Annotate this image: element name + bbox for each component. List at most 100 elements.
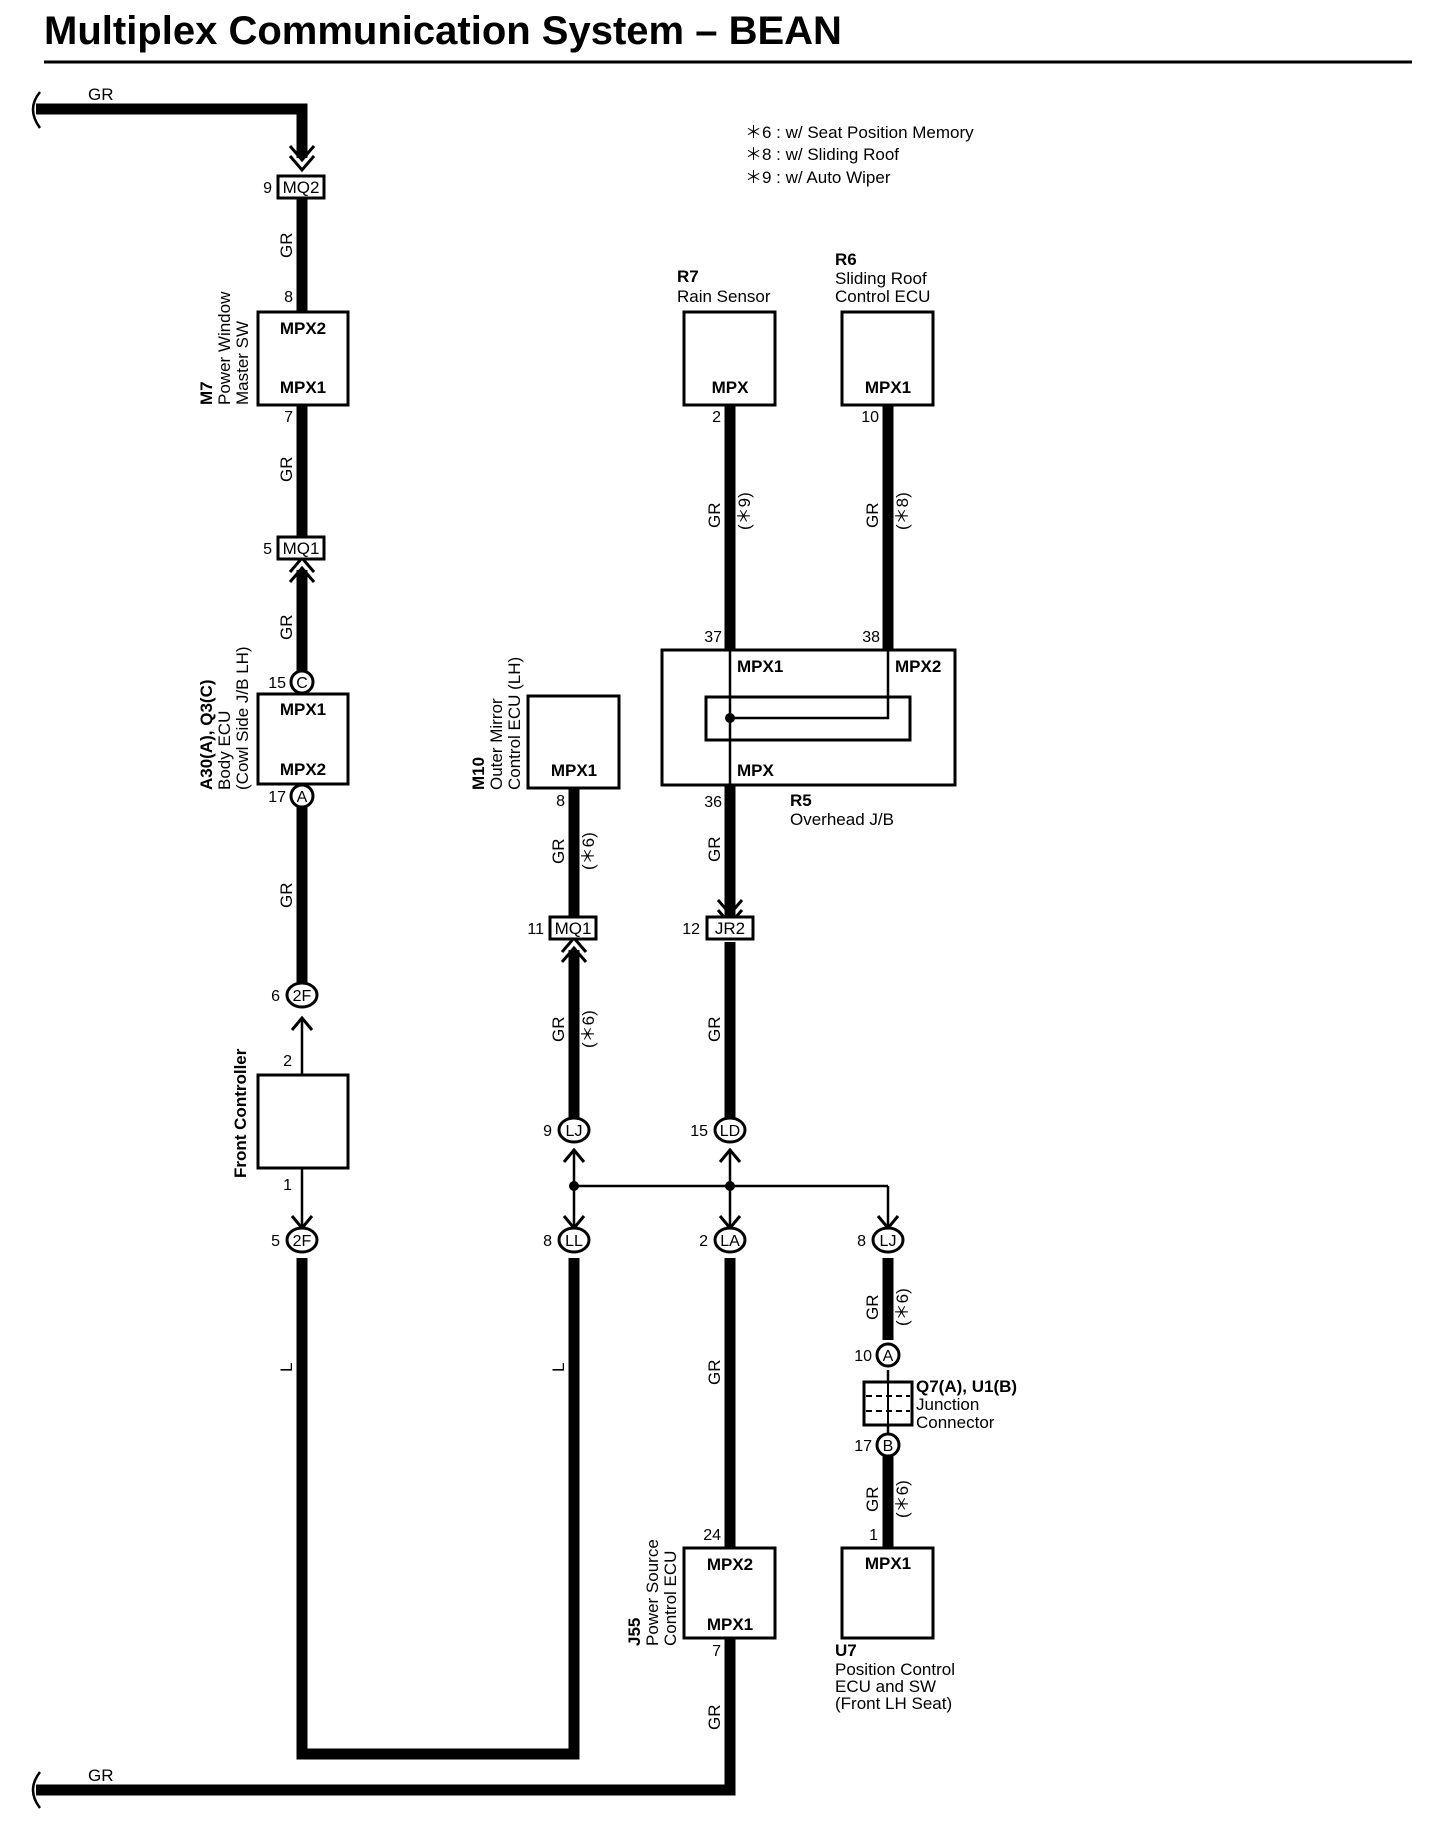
svg-text:LJ: LJ xyxy=(566,1123,583,1140)
svg-text:10: 10 xyxy=(861,409,879,426)
svg-text:2F: 2F xyxy=(293,988,312,1005)
splice-dot xyxy=(569,1181,579,1191)
svg-text:1: 1 xyxy=(283,1177,292,1194)
svg-text:MQ1: MQ1 xyxy=(283,539,320,558)
wire-top-gr xyxy=(36,103,308,158)
svg-text:R6: R6 xyxy=(835,250,857,269)
svg-text:R5: R5 xyxy=(790,791,812,810)
component-junction-connector: A 10 B 17 Q7(A), U1(B) Junction Connecto… xyxy=(854,1342,1017,1458)
svg-text:15: 15 xyxy=(690,1123,708,1140)
component-r7: MPX 2 R7 Rain Sensor xyxy=(677,267,777,426)
svg-text:R7: R7 xyxy=(677,267,699,286)
thin-wires xyxy=(300,1017,890,1438)
wires xyxy=(36,103,894,1796)
svg-text:M7: M7 xyxy=(197,381,216,405)
svg-text:MPX1: MPX1 xyxy=(280,700,326,719)
svg-text:JR2: JR2 xyxy=(715,919,745,938)
svg-text:LA: LA xyxy=(720,1233,740,1250)
svg-text:Position Control: Position Control xyxy=(835,1660,955,1679)
note-6: ＊6 : w/ Seat Position Memory xyxy=(745,123,974,142)
svg-text:M10: M10 xyxy=(469,757,488,790)
wire-label-opt6: (＊6) xyxy=(893,1288,912,1326)
svg-text:9: 9 xyxy=(543,1123,552,1140)
svg-text:Rain Sensor: Rain Sensor xyxy=(677,287,771,306)
svg-text:Overhead J/B: Overhead J/B xyxy=(790,810,894,829)
splice-dot xyxy=(725,1181,735,1191)
svg-text:17: 17 xyxy=(854,1438,872,1455)
svg-text:7: 7 xyxy=(712,1643,721,1660)
svg-text:Master SW: Master SW xyxy=(233,321,252,405)
svg-text:17: 17 xyxy=(268,789,286,806)
svg-text:A: A xyxy=(297,789,308,806)
svg-text:Q7(A), U1(B): Q7(A), U1(B) xyxy=(916,1377,1017,1396)
wire-label-gr: GR xyxy=(705,1705,724,1731)
svg-text:MPX1: MPX1 xyxy=(737,657,783,676)
svg-text:(Cowl Side J/B LH): (Cowl Side J/B LH) xyxy=(233,646,252,790)
svg-text:8: 8 xyxy=(556,793,565,810)
svg-text:Sliding Roof: Sliding Roof xyxy=(835,269,927,288)
component-r5: MPX1 MPX2 MPX 37 38 36 R5 Overhead J/B xyxy=(660,629,957,829)
svg-text:LJ: LJ xyxy=(880,1233,897,1250)
wire-label-opt6: (＊6) xyxy=(579,1010,598,1048)
svg-text:10: 10 xyxy=(854,1348,872,1365)
wire-label-opt6: (＊6) xyxy=(579,832,598,870)
wire-label-gr: GR xyxy=(705,503,724,529)
svg-text:MPX1: MPX1 xyxy=(865,378,911,397)
wire-label-l: L xyxy=(277,1363,296,1372)
svg-text:ECU and SW: ECU and SW xyxy=(835,1677,936,1696)
svg-text:38: 38 xyxy=(862,629,880,646)
svg-text:MPX2: MPX2 xyxy=(707,1555,753,1574)
connector-jr2: JR2 12 xyxy=(682,915,755,941)
svg-text:LD: LD xyxy=(720,1123,740,1140)
svg-text:2F: 2F xyxy=(293,1233,312,1250)
svg-text:Control ECU (LH): Control ECU (LH) xyxy=(505,657,524,790)
connector-mq1-left: MQ1 5 xyxy=(263,535,326,561)
svg-text:7: 7 xyxy=(284,409,293,426)
wire-label-gr: GR xyxy=(277,233,296,259)
wire-label-gr: GR xyxy=(277,457,296,483)
svg-text:(Front LH Seat): (Front LH Seat) xyxy=(835,1694,952,1713)
connector-mq1-mid: MQ1 11 xyxy=(527,915,598,941)
svg-text:8: 8 xyxy=(543,1233,552,1250)
component-front-controller: 2 1 Front Controller xyxy=(231,1048,350,1194)
component-m10: MPX1 8 M10 Outer Mirror Control ECU (LH) xyxy=(469,657,621,810)
wire-label-gr: GR xyxy=(705,837,724,863)
wire-label-gr: GR xyxy=(277,883,296,909)
wire-label-opt8: (＊8) xyxy=(893,492,912,530)
svg-text:11: 11 xyxy=(527,921,544,938)
svg-text:6: 6 xyxy=(271,988,280,1005)
svg-text:24: 24 xyxy=(703,1527,721,1544)
svg-text:5: 5 xyxy=(271,1233,280,1250)
svg-text:Control ECU: Control ECU xyxy=(661,1551,680,1646)
wire-label-gr: GR xyxy=(277,615,296,641)
svg-text:Power Window: Power Window xyxy=(215,291,234,405)
svg-text:2: 2 xyxy=(699,1233,708,1250)
svg-text:Front Controller: Front Controller xyxy=(231,1048,250,1178)
wire-label-opt6: (＊6) xyxy=(893,1480,912,1518)
wire-label-opt9: (＊9) xyxy=(735,492,754,530)
svg-text:MPX1: MPX1 xyxy=(707,1615,753,1634)
svg-text:Power Source: Power Source xyxy=(643,1539,662,1646)
svg-text:MPX1: MPX1 xyxy=(280,378,326,397)
svg-text:Junction: Junction xyxy=(916,1395,979,1414)
svg-text:5: 5 xyxy=(263,541,272,558)
wire-label-gr: GR xyxy=(863,503,882,529)
connector-2f-top: 2F 6 xyxy=(271,981,319,1009)
wire-label-gr: GR xyxy=(705,1360,724,1386)
connector-ld: LD 15 xyxy=(690,1116,747,1144)
svg-text:MPX: MPX xyxy=(737,761,775,780)
svg-text:Control ECU: Control ECU xyxy=(835,287,930,306)
wire-labels: GR GR GR GR GR GR L L GR (＊6) GR (＊6) GR… xyxy=(88,85,912,1785)
svg-text:C: C xyxy=(296,675,308,692)
component-u7: MPX1 1 U7 Position Control ECU and SW (F… xyxy=(835,1527,955,1713)
svg-text:MPX2: MPX2 xyxy=(280,319,326,338)
wire-break-bottom xyxy=(31,1771,42,1809)
svg-text:LL: LL xyxy=(565,1233,583,1250)
connector-2f-bottom: 2F 5 xyxy=(271,1226,319,1254)
svg-text:MPX1: MPX1 xyxy=(865,1554,911,1573)
svg-text:U7: U7 xyxy=(835,1641,857,1660)
svg-text:8: 8 xyxy=(857,1233,866,1250)
wire-label-l: L xyxy=(549,1363,568,1372)
note-9: ＊9 : w/ Auto Wiper xyxy=(745,168,891,187)
